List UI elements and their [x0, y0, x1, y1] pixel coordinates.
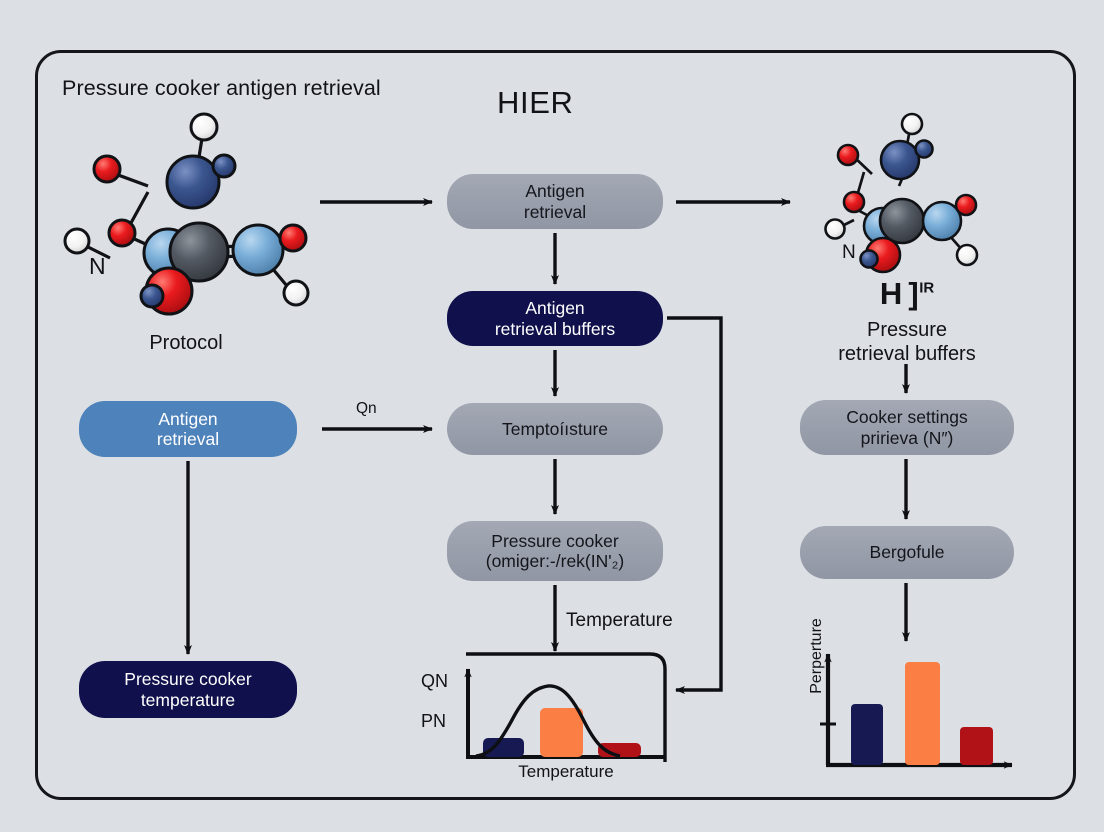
edge-label-temperature: Temperature: [566, 610, 673, 631]
node-buffers-line2: retrieval buffers: [494, 318, 616, 339]
node-pressure-cooker-temperature-line2: temperature: [140, 689, 236, 710]
node-antigen-retrieval-center-line2: retrieval: [523, 201, 587, 222]
node-cooker-settings-line2: pririeva (N″): [860, 427, 954, 448]
left-molecule-caption: Protocol: [149, 332, 223, 354]
node-antigen-retrieval-buffers[interactable]: Antigen retrieval buffers: [447, 291, 663, 346]
node-temperature-moisture-label: Temptoíısture: [501, 418, 609, 439]
right-molecule-badge: H ]IR: [796, 276, 1018, 312]
right-chart-y-axis-label: Perperture: [808, 618, 825, 694]
node-temperature-moisture[interactable]: Temptoíısture: [447, 403, 663, 455]
node-antigen-retrieval-left-line2: retrieval: [156, 429, 220, 449]
node-pressure-cooker-settings[interactable]: Pressure cooker (omiger:-/rek(IN'₂): [447, 521, 663, 581]
node-buffers-line1: Antigen: [525, 298, 585, 319]
page-title: HIER: [497, 85, 574, 120]
node-bergofule-label: Bergofule: [869, 542, 945, 563]
right-molecule-badge-text: H ]: [879, 276, 920, 311]
node-pressure-cooker-line2: (omiger:-/rek(IN'₂): [485, 551, 625, 571]
right-molecule-badge-superscript: IR: [919, 279, 935, 297]
center-chart-y-tick-label-qn: QN: [421, 671, 448, 691]
right-molecule-caption-line2: retrieval buffers: [838, 343, 976, 365]
panel-title: Pressure cooker antigen retrieval: [62, 76, 381, 100]
node-pressure-cooker-line1: Pressure cooker: [491, 530, 619, 551]
node-antigen-retrieval-center-line1: Antigen: [525, 181, 585, 202]
center-chart-y-tick-label-pn: PN: [421, 711, 447, 731]
node-bergofule[interactable]: Bergofule: [800, 526, 1014, 579]
node-pressure-cooker-temperature[interactable]: Pressure cooker temperature: [79, 661, 297, 718]
node-antigen-retrieval-center[interactable]: Antigen retrieval: [447, 174, 663, 229]
node-cooker-settings[interactable]: Cooker settings pririeva (N″): [800, 400, 1014, 455]
node-antigen-retrieval-left[interactable]: Antigen retrieval: [79, 401, 297, 457]
node-pressure-cooker-temperature-line1: Pressure cooker: [124, 669, 252, 690]
right-molecule-caption-line1: Pressure: [866, 319, 948, 341]
right-molecule-caption: Pressure retrieval buffers: [796, 318, 1018, 366]
node-antigen-retrieval-left-line1: Antigen: [158, 408, 218, 429]
edge-label-qn: Qn: [356, 400, 377, 417]
node-cooker-settings-line1: Cooker settings: [846, 407, 968, 428]
center-chart-x-axis-label: Temperature: [518, 762, 614, 781]
